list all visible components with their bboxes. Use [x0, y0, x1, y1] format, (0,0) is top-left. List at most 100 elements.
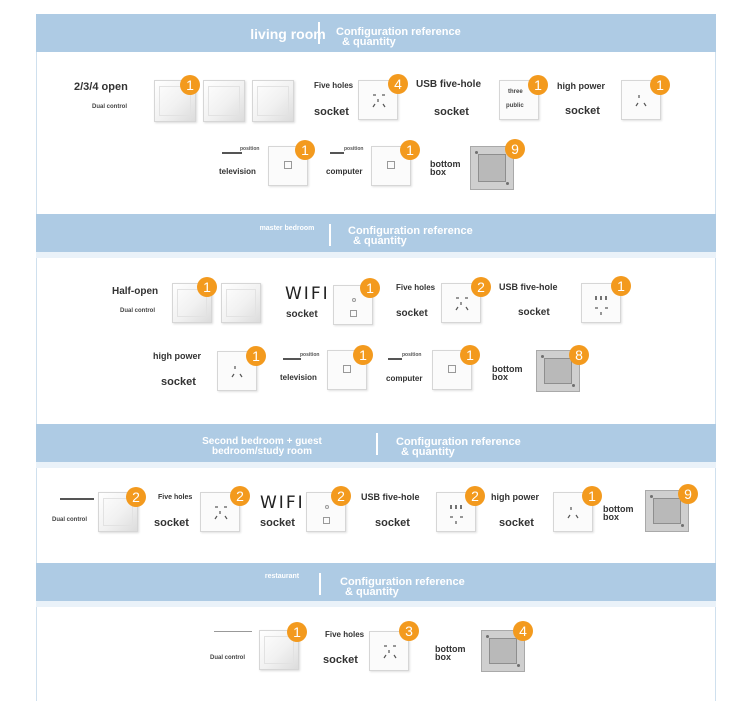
quantity-badge: 1: [197, 277, 217, 297]
cable-icon: [60, 498, 94, 500]
header-divider: [319, 573, 321, 595]
usb-five-hole-label: USB five-hole: [361, 492, 420, 502]
config-reference-label: Configuration reference& quantity: [396, 436, 521, 458]
section-title: master bedroom: [259, 225, 315, 232]
socket-label: socket: [565, 105, 600, 117]
quantity-badge: 1: [360, 278, 380, 298]
socket-label: socket: [375, 517, 410, 529]
three-public-socket: three public: [499, 80, 539, 120]
usb-five-hole-label: USB five-hole: [499, 282, 558, 292]
cable-icon: [330, 152, 344, 154]
switch-subtitle: Dual control: [92, 104, 128, 110]
section-band: [36, 462, 716, 468]
socket-label: socket: [434, 106, 469, 118]
section-band: [36, 601, 716, 607]
socket-label: socket: [323, 654, 358, 666]
quantity-badge: 1: [460, 345, 480, 365]
quantity-badge: 1: [246, 346, 266, 366]
cable-icon: [388, 358, 402, 360]
socket-label: socket: [518, 307, 550, 318]
quantity-badge: 9: [678, 484, 698, 504]
television-label: television: [280, 373, 317, 382]
bottom-box: [536, 350, 580, 392]
header-divider: [318, 22, 320, 44]
quantity-badge: 2: [471, 277, 491, 297]
position-label: position: [300, 352, 320, 358]
cable-icon: [222, 152, 242, 154]
high-power-label: high power: [491, 492, 539, 502]
quantity-badge: 9: [505, 139, 525, 159]
socket-label: socket: [286, 309, 318, 320]
section-title: restaurant: [264, 573, 300, 580]
quantity-badge: 1: [528, 75, 548, 95]
header-divider: [376, 433, 378, 455]
socket-label: socket: [396, 308, 428, 319]
quantity-badge: 2: [465, 486, 485, 506]
quantity-badge: 2: [331, 486, 351, 506]
switch-subtitle: Dual control: [210, 655, 246, 661]
five-holes-label: Five holes: [325, 630, 365, 639]
socket-label: socket: [499, 517, 534, 529]
section-title: living room: [250, 26, 326, 42]
switch-title: 2/3/4 open: [74, 81, 128, 93]
socket-label: socket: [314, 106, 349, 118]
wifi-socket: [306, 492, 346, 532]
page-frame: [36, 14, 716, 701]
five-holes-label: Five holes: [158, 494, 193, 501]
socket-label: socket: [154, 517, 189, 529]
high-power-label: high power: [557, 81, 605, 91]
switch-subtitle: Dual control: [52, 517, 88, 523]
socket-label: socket: [161, 376, 196, 388]
quantity-badge: 1: [582, 486, 602, 506]
section-header-living-room: living room Configuration reference& qua…: [36, 14, 716, 52]
config-reference-label: Configuration reference& quantity: [336, 26, 461, 48]
quantity-badge: 2: [126, 487, 146, 507]
position-label: position: [344, 146, 364, 152]
switch-panel: [98, 492, 138, 532]
switch-title: Half-open: [112, 286, 159, 297]
usb-five-hole-socket: [436, 492, 476, 532]
five-holes-label: Five holes: [396, 283, 436, 292]
switch-panel: [154, 80, 196, 122]
usb-five-hole-label: USB five-hole: [416, 79, 482, 90]
quantity-badge: 8: [569, 345, 589, 365]
quantity-badge: 1: [400, 140, 420, 160]
quantity-badge: 1: [180, 75, 200, 95]
quantity-badge: 1: [650, 75, 670, 95]
wifi-label: WIFI: [285, 284, 330, 304]
socket-label: socket: [260, 517, 295, 529]
quantity-badge: 1: [611, 276, 631, 296]
five-holes-label: Five holes: [314, 81, 354, 90]
config-reference-label: Configuration reference& quantity: [340, 576, 465, 598]
section-band: [36, 252, 716, 258]
switch-panel: [203, 80, 245, 122]
quantity-badge: 3: [399, 621, 419, 641]
wifi-label: WIFI: [260, 493, 305, 513]
high-power-label: high power: [153, 351, 201, 361]
position-label: position: [402, 352, 422, 358]
header-divider: [329, 224, 331, 246]
switch-subtitle: Dual control: [120, 308, 156, 314]
config-reference-label: Configuration reference& quantity: [348, 225, 473, 247]
quantity-badge: 4: [513, 621, 533, 641]
switch-panel: [252, 80, 294, 122]
section-header-second-bedroom: Second bedroom + guest bedroom/study roo…: [36, 424, 716, 462]
section-header-master-bedroom: master bedroom Configuration reference& …: [36, 214, 716, 252]
cable-icon: [283, 358, 301, 360]
television-label: television: [219, 167, 256, 176]
bottom-box: [481, 630, 525, 672]
quantity-badge: 1: [287, 622, 307, 642]
quantity-badge: 1: [353, 345, 373, 365]
quantity-badge: 1: [295, 140, 315, 160]
quantity-badge: 2: [230, 486, 250, 506]
section-header-restaurant: restaurant Configuration reference& quan…: [36, 563, 716, 601]
section-title: Second bedroom + guest bedroom/study roo…: [202, 436, 322, 457]
switch-panel: [221, 283, 261, 323]
position-label: position: [240, 146, 260, 152]
computer-label: computer: [326, 167, 363, 176]
quantity-badge: 4: [388, 74, 408, 94]
